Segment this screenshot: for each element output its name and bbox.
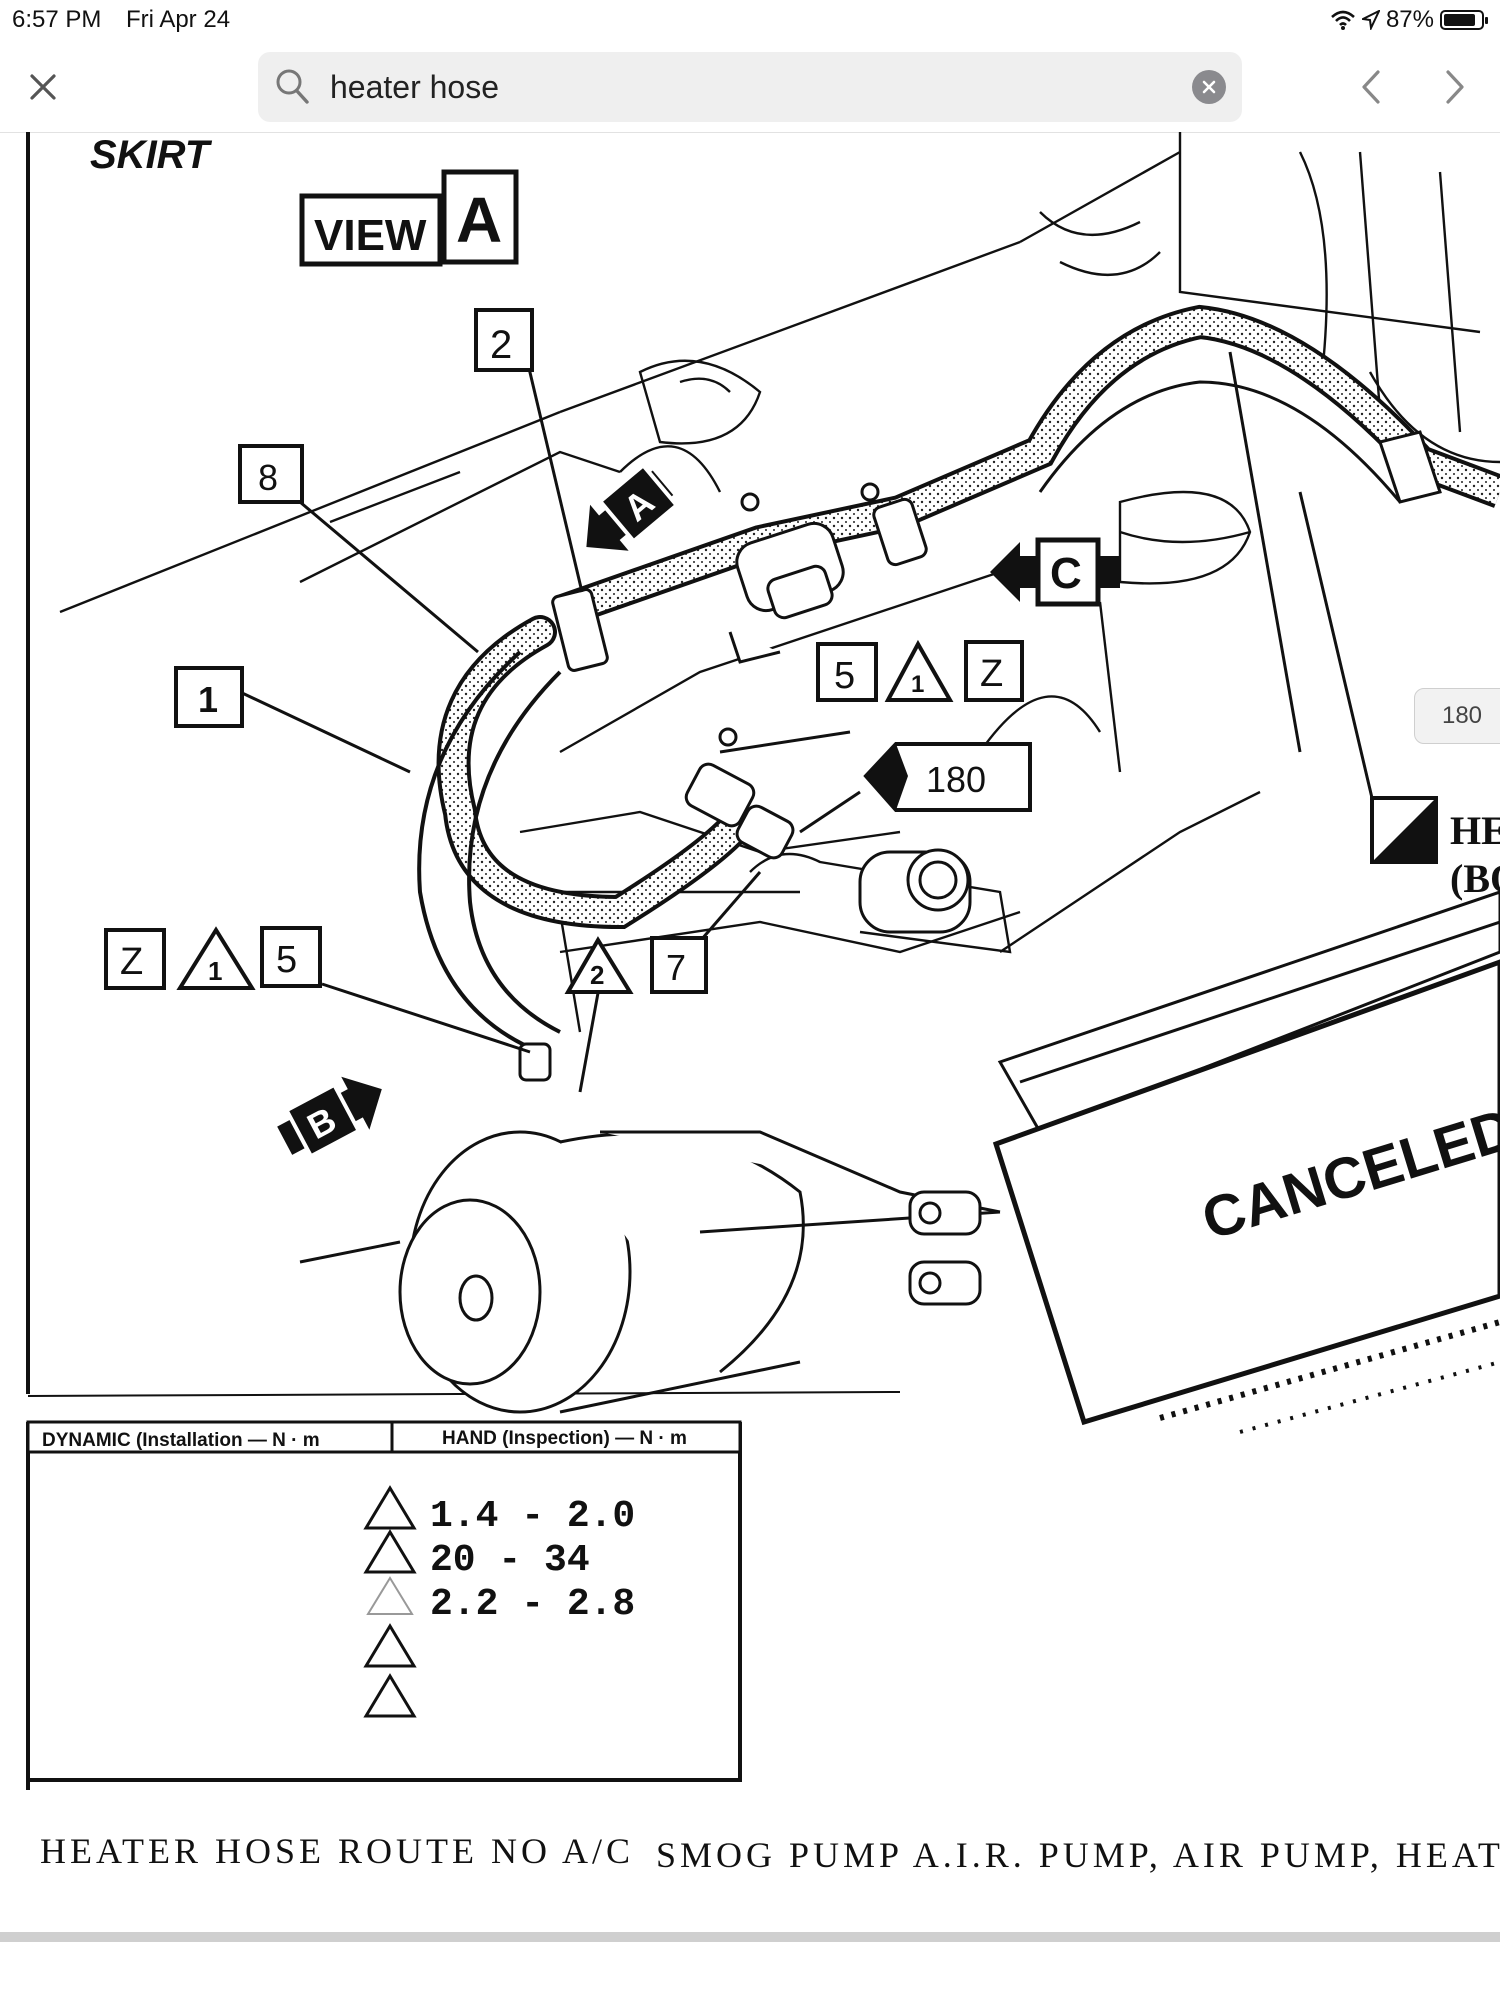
heater-hoses — [417, 304, 1500, 1054]
torque-header-hand: HAND (Inspection) — N · m — [442, 1428, 687, 1449]
bottom-separator — [0, 1932, 1500, 1942]
close-icon — [30, 74, 56, 100]
view-letter-box — [441, 169, 519, 265]
torque-row-3-value: 2.2 - 2.8 — [430, 1583, 635, 1626]
battery-icon — [1440, 10, 1488, 30]
torque-table: DYNAMIC (Installation — N · m HAND (Insp… — [26, 1420, 742, 1718]
callout-1: 1 — [198, 679, 218, 720]
close-button[interactable] — [22, 66, 64, 108]
search-icon — [276, 69, 309, 104]
canceled-stamp: CANCELED — [992, 959, 1500, 1434]
callout-2: 2 — [490, 323, 512, 367]
next-result-button[interactable] — [1432, 64, 1478, 110]
callout-2-triangle: 2 — [590, 960, 604, 990]
chevron-right-icon — [1446, 70, 1464, 104]
callout-5-left: 5 — [276, 939, 297, 981]
chevron-left-icon — [1362, 70, 1380, 104]
heater-label-partial: HE — [1450, 808, 1500, 853]
torque-180-label: 180 — [926, 759, 986, 800]
callout-1-left-triangle: 1 — [208, 956, 222, 986]
heater-valve — [728, 482, 928, 664]
callout-8: 8 — [258, 457, 278, 498]
status-bar: 6:57 PM Fri Apr 24 87% — [0, 0, 1500, 44]
heater-sublabel-partial: (BO — [1450, 856, 1500, 901]
page-indicator[interactable]: 180 — [1414, 688, 1500, 744]
status-time: 6:57 PM — [12, 6, 102, 33]
skirt-label: SKIRT — [90, 133, 213, 177]
location-icon — [1361, 10, 1380, 30]
view-box — [299, 193, 443, 267]
view-letter: A — [456, 184, 502, 256]
previous-result-button[interactable] — [1348, 64, 1394, 110]
water-pump-pulley — [299, 1130, 1001, 1414]
battery-level — [1444, 14, 1475, 26]
battery-percent: 87% — [1385, 6, 1434, 33]
callout-5-top: 5 — [834, 655, 855, 697]
clear-search-button[interactable] — [1192, 70, 1226, 104]
torque-row-1-value: 1.4 - 2.0 — [430, 1495, 635, 1538]
leader-lines — [239, 351, 1382, 1093]
view-label: VIEW — [314, 211, 427, 260]
callout-z-top: Z — [980, 653, 1003, 695]
hose-clamps — [518, 588, 609, 1082]
lower-fitting — [684, 727, 972, 934]
result-caption-primary: HEATER HOSE ROUTE NO A/C — [40, 1831, 635, 1871]
wifi-icon — [1331, 10, 1355, 30]
status-date: Fri Apr 24 — [126, 6, 231, 33]
search-input[interactable] — [330, 64, 1130, 110]
torque-header-dynamic: DYNAMIC (Installation — N · m — [42, 1430, 320, 1451]
search-box[interactable] — [258, 52, 1242, 122]
result-caption-secondary: SMOG PUMP A.I.R. PUMP, AIR PUMP, HEAT — [656, 1835, 1500, 1875]
torque-row-2-value: 20 - 34 — [430, 1539, 590, 1582]
arrow-c-label: C — [1050, 549, 1082, 598]
callout-7: 7 — [666, 947, 686, 988]
clear-icon — [1202, 80, 1216, 94]
search-toolbar — [0, 44, 1500, 133]
status-indicators: 87% — [1330, 6, 1488, 34]
document-image: SKIRT VIEW A 2 8 1 5 1 Z Z 1 5 2 — [0, 132, 1500, 1790]
heater-hose-diagram: SKIRT VIEW A 2 8 1 5 1 Z Z 1 5 2 — [26, 132, 1500, 1790]
callout-z-left: Z — [120, 941, 143, 983]
callout-1-top-triangle: 1 — [911, 671, 924, 698]
